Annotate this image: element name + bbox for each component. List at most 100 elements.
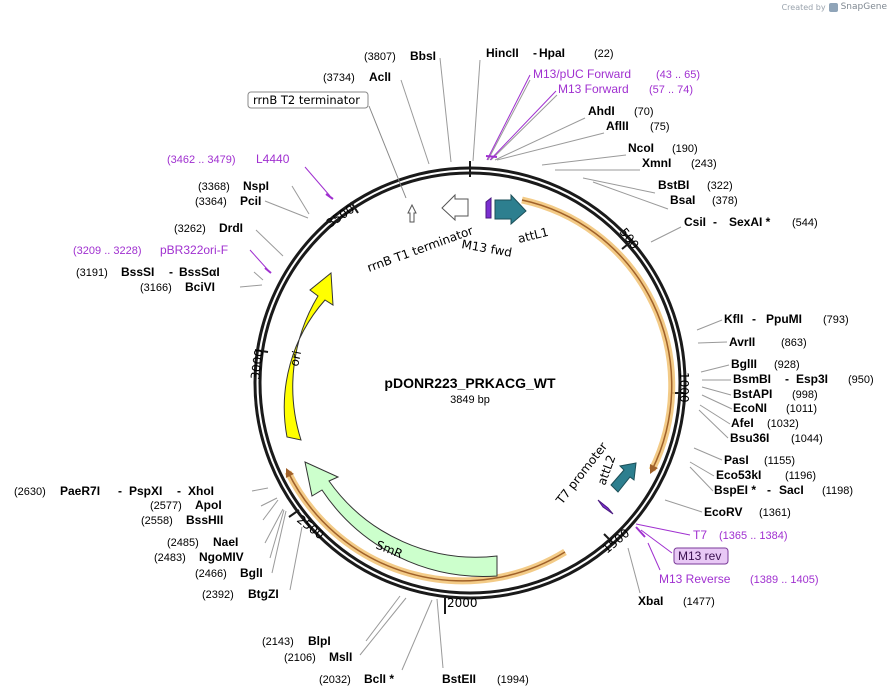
svg-text:(3462 .. 3479): (3462 .. 3479)	[167, 154, 236, 166]
svg-text:(1198): (1198)	[822, 485, 853, 497]
svg-text:(70): (70)	[634, 106, 654, 118]
rrnb-t1-arrow	[441, 193, 469, 222]
svg-text:(243): (243)	[691, 158, 717, 170]
attl1-label: attL1	[516, 225, 550, 246]
rrnb-t2-feature: rrnB T2 terminator	[247, 91, 417, 223]
svg-text:(57 .. 74): (57 .. 74)	[649, 84, 693, 96]
svg-text:ApoI: ApoI	[195, 498, 222, 512]
svg-text:(1155): (1155)	[764, 455, 795, 467]
svg-text:(1365 .. 1384): (1365 .. 1384)	[719, 530, 788, 542]
site-bcivi: (3166) BciVI	[140, 280, 215, 294]
svg-text:BstBI: BstBI	[658, 178, 689, 192]
svg-text:CsiI: CsiI	[684, 215, 706, 229]
svg-text:(998): (998)	[792, 389, 818, 401]
svg-text:(3364): (3364)	[195, 196, 227, 208]
svg-text:(1994): (1994)	[497, 674, 529, 686]
credit-brand: SnapGene	[840, 2, 887, 12]
rrnb-t2-arrow	[407, 203, 417, 223]
site-msli: (2106) MslI	[284, 650, 352, 664]
svg-text:BtgZI: BtgZI	[248, 587, 279, 601]
svg-text:(3807): (3807)	[364, 51, 396, 63]
svg-text:BglII: BglII	[731, 357, 757, 371]
svg-text:(2630): (2630)	[14, 486, 46, 498]
svg-text:BbsI: BbsI	[410, 49, 436, 63]
svg-text:PspXI: PspXI	[129, 484, 162, 498]
svg-text:BssSαI: BssSαI	[179, 265, 220, 279]
site-bsshii: (2558) BssHII	[141, 513, 223, 527]
tick-label-3500: 3500	[324, 202, 357, 231]
attl1-arrow	[494, 193, 527, 226]
site-aflii: AflII (75)	[606, 119, 670, 133]
svg-text:(3209 .. 3228): (3209 .. 3228)	[73, 245, 142, 257]
orf-arc-1-glow	[521, 196, 676, 472]
svg-text:(2106): (2106)	[284, 652, 316, 664]
svg-text:(928): (928)	[774, 359, 800, 371]
svg-text:PciI: PciI	[240, 194, 261, 208]
svg-text:BstEII: BstEII	[442, 672, 476, 686]
svg-text:KflI: KflI	[724, 312, 743, 326]
m13-rev-highlight	[673, 547, 729, 565]
primer-m13-forward: M13 Forward (57 .. 74)	[558, 82, 693, 96]
snapgene-logo-icon	[828, 2, 838, 12]
tick-label-1000: 1000	[677, 372, 691, 403]
smr-arrow	[304, 461, 498, 577]
site-pasi: PasI (1155)	[724, 453, 795, 467]
site-labels: HincII HpaI (22) - AhdI (70) AflII (75) …	[14, 46, 874, 686]
site-pcii: (3364) PciI	[195, 194, 261, 208]
orf-arcs	[284, 196, 676, 585]
svg-text:(544): (544)	[792, 217, 818, 229]
svg-text:BciVI: BciVI	[185, 280, 215, 294]
orf-arc-2	[285, 467, 566, 582]
site-ahdi: AhdI (70)	[588, 104, 654, 118]
svg-text:M13/pUC Forward: M13/pUC Forward	[533, 67, 631, 81]
site-avrii: AvrII (863)	[729, 335, 807, 349]
site-xmni: XmnI (243)	[642, 156, 717, 170]
svg-text:(3166): (3166)	[140, 282, 172, 294]
site-blpi: (2143) BlpI	[262, 634, 331, 648]
svg-text:(2558): (2558)	[141, 515, 173, 527]
svg-text:-: -	[785, 372, 789, 386]
primer-m13-reverse: M13 Reverse (1389 .. 1405)	[659, 572, 819, 586]
site-bsteii: BstEII (1994)	[442, 672, 529, 686]
svg-text:NaeI: NaeI	[213, 535, 238, 549]
site-bsssi: (3191) BssSI - BssSαI	[76, 265, 220, 279]
svg-text:(2466): (2466)	[195, 568, 227, 580]
svg-text:(863): (863)	[781, 337, 807, 349]
svg-text:T7: T7	[693, 528, 707, 542]
ori-arrow	[283, 272, 334, 441]
snapgene-credit: Created by SnapGene	[782, 2, 887, 12]
svg-text:(1361): (1361)	[759, 507, 791, 519]
svg-text:AclI: AclI	[369, 70, 391, 84]
site-hincii-hpai: HincII HpaI (22) -	[486, 46, 614, 60]
svg-text:AflII: AflII	[606, 119, 629, 133]
site-leader-lines	[239, 57, 733, 671]
svg-text:(1477): (1477)	[683, 596, 715, 608]
primer-site-marks	[264, 155, 646, 538]
primer-l4440: (3462 .. 3479) L4440	[167, 152, 290, 166]
primer-t7: T7 (1365 .. 1384)	[693, 528, 788, 542]
svg-text:BstAPI: BstAPI	[733, 387, 772, 401]
svg-text:BspEI *: BspEI *	[714, 483, 756, 497]
svg-text:(2485): (2485)	[167, 537, 199, 549]
svg-text:(378): (378)	[712, 195, 738, 207]
svg-text:(950): (950)	[848, 374, 874, 386]
m13-fwd-marker	[485, 196, 492, 219]
svg-text:(3191): (3191)	[76, 267, 108, 279]
svg-text:(190): (190)	[672, 143, 698, 155]
site-drdi: (3262) DrdI	[174, 221, 243, 235]
site-afei: AfeI (1032)	[731, 416, 799, 430]
svg-text:(1011): (1011)	[786, 403, 817, 415]
svg-text:XmnI: XmnI	[642, 156, 671, 170]
svg-text:M13 Reverse: M13 Reverse	[659, 572, 731, 586]
site-ncoi: NcoI (190)	[628, 141, 698, 155]
primer-m13-puc-forward: M13/pUC Forward (43 .. 65)	[533, 67, 700, 81]
svg-text:DrdI: DrdI	[219, 221, 243, 235]
svg-text:PasI: PasI	[724, 453, 749, 467]
tick-2000: 2000	[444, 596, 478, 614]
primer-pbr322ori-f: (3209 .. 3228) pBR322ori-F	[73, 243, 228, 257]
svg-text:(2577): (2577)	[150, 500, 182, 512]
attl2-arrow	[610, 462, 637, 493]
site-naei: (2485) NaeI	[167, 535, 238, 549]
svg-text:SacI: SacI	[779, 483, 804, 497]
